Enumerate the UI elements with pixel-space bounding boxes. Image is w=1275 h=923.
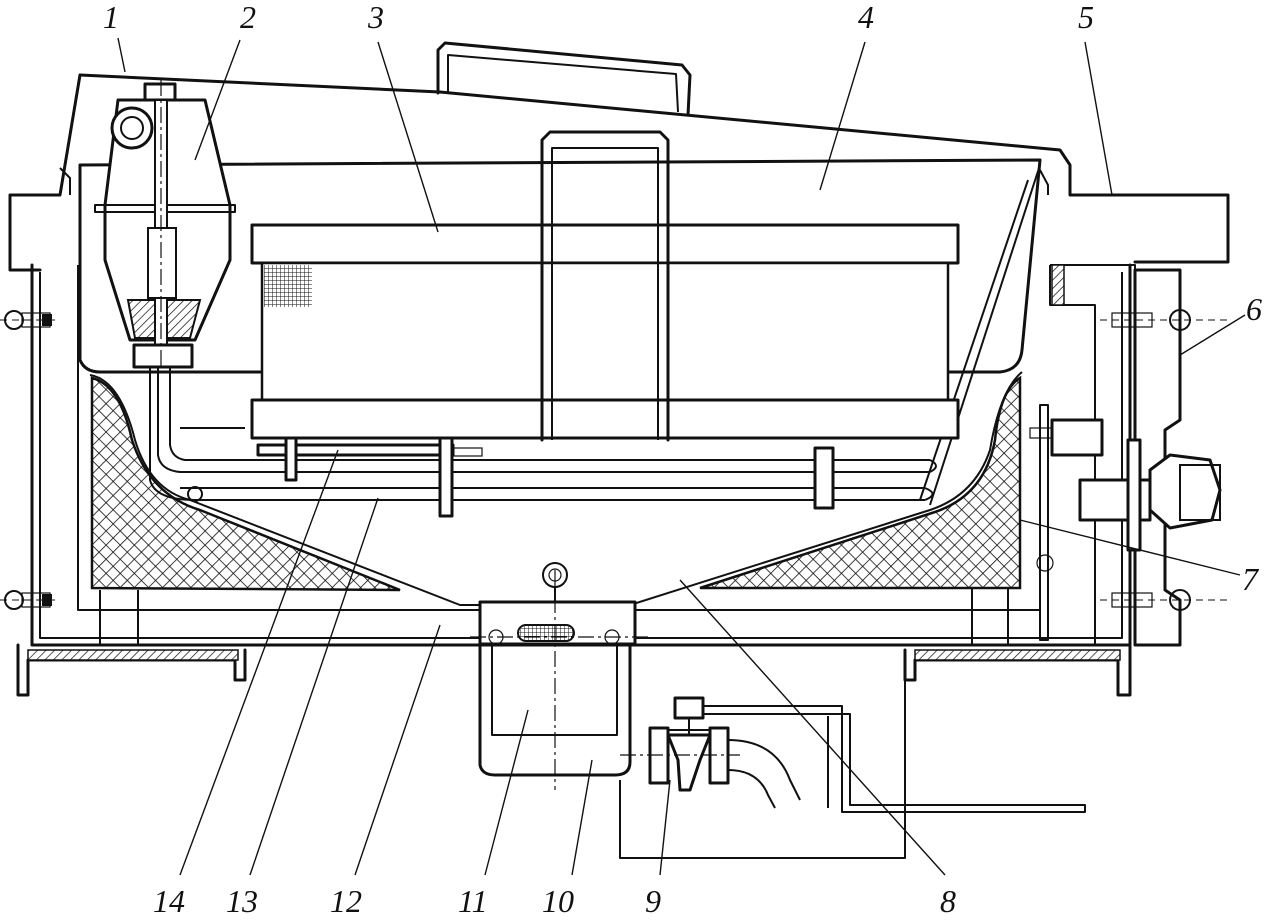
label-2: 2 (240, 0, 256, 35)
thermostat-housing (94, 80, 236, 370)
label-9: 9 (645, 883, 661, 919)
label-13: 13 (226, 883, 258, 919)
label-4: 4 (858, 0, 874, 35)
label-5: 5 (1078, 0, 1094, 35)
label-12: 12 (330, 883, 362, 919)
control-panel (1029, 264, 1222, 647)
label-11: 11 (458, 883, 488, 919)
drain-valve (619, 660, 1086, 859)
heating-elements (149, 368, 937, 518)
lid (8, 41, 1230, 272)
frying-basket (250, 130, 960, 442)
insulation-right (699, 375, 1022, 590)
insulation-left (90, 376, 401, 592)
label-8: 8 (940, 883, 956, 919)
label-6: 6 (1246, 291, 1262, 327)
leader-lines (117, 37, 1246, 876)
label-7: 7 (1242, 561, 1260, 597)
label-14: 14 (153, 883, 185, 919)
label-1: 1 (103, 0, 119, 35)
part-labels: 1 2 3 4 5 6 7 8 9 10 11 12 13 14 (103, 0, 1262, 919)
drain-assembly (470, 562, 648, 790)
label-3: 3 (367, 0, 384, 35)
label-10: 10 (542, 883, 574, 919)
oil-tank (78, 158, 1042, 606)
